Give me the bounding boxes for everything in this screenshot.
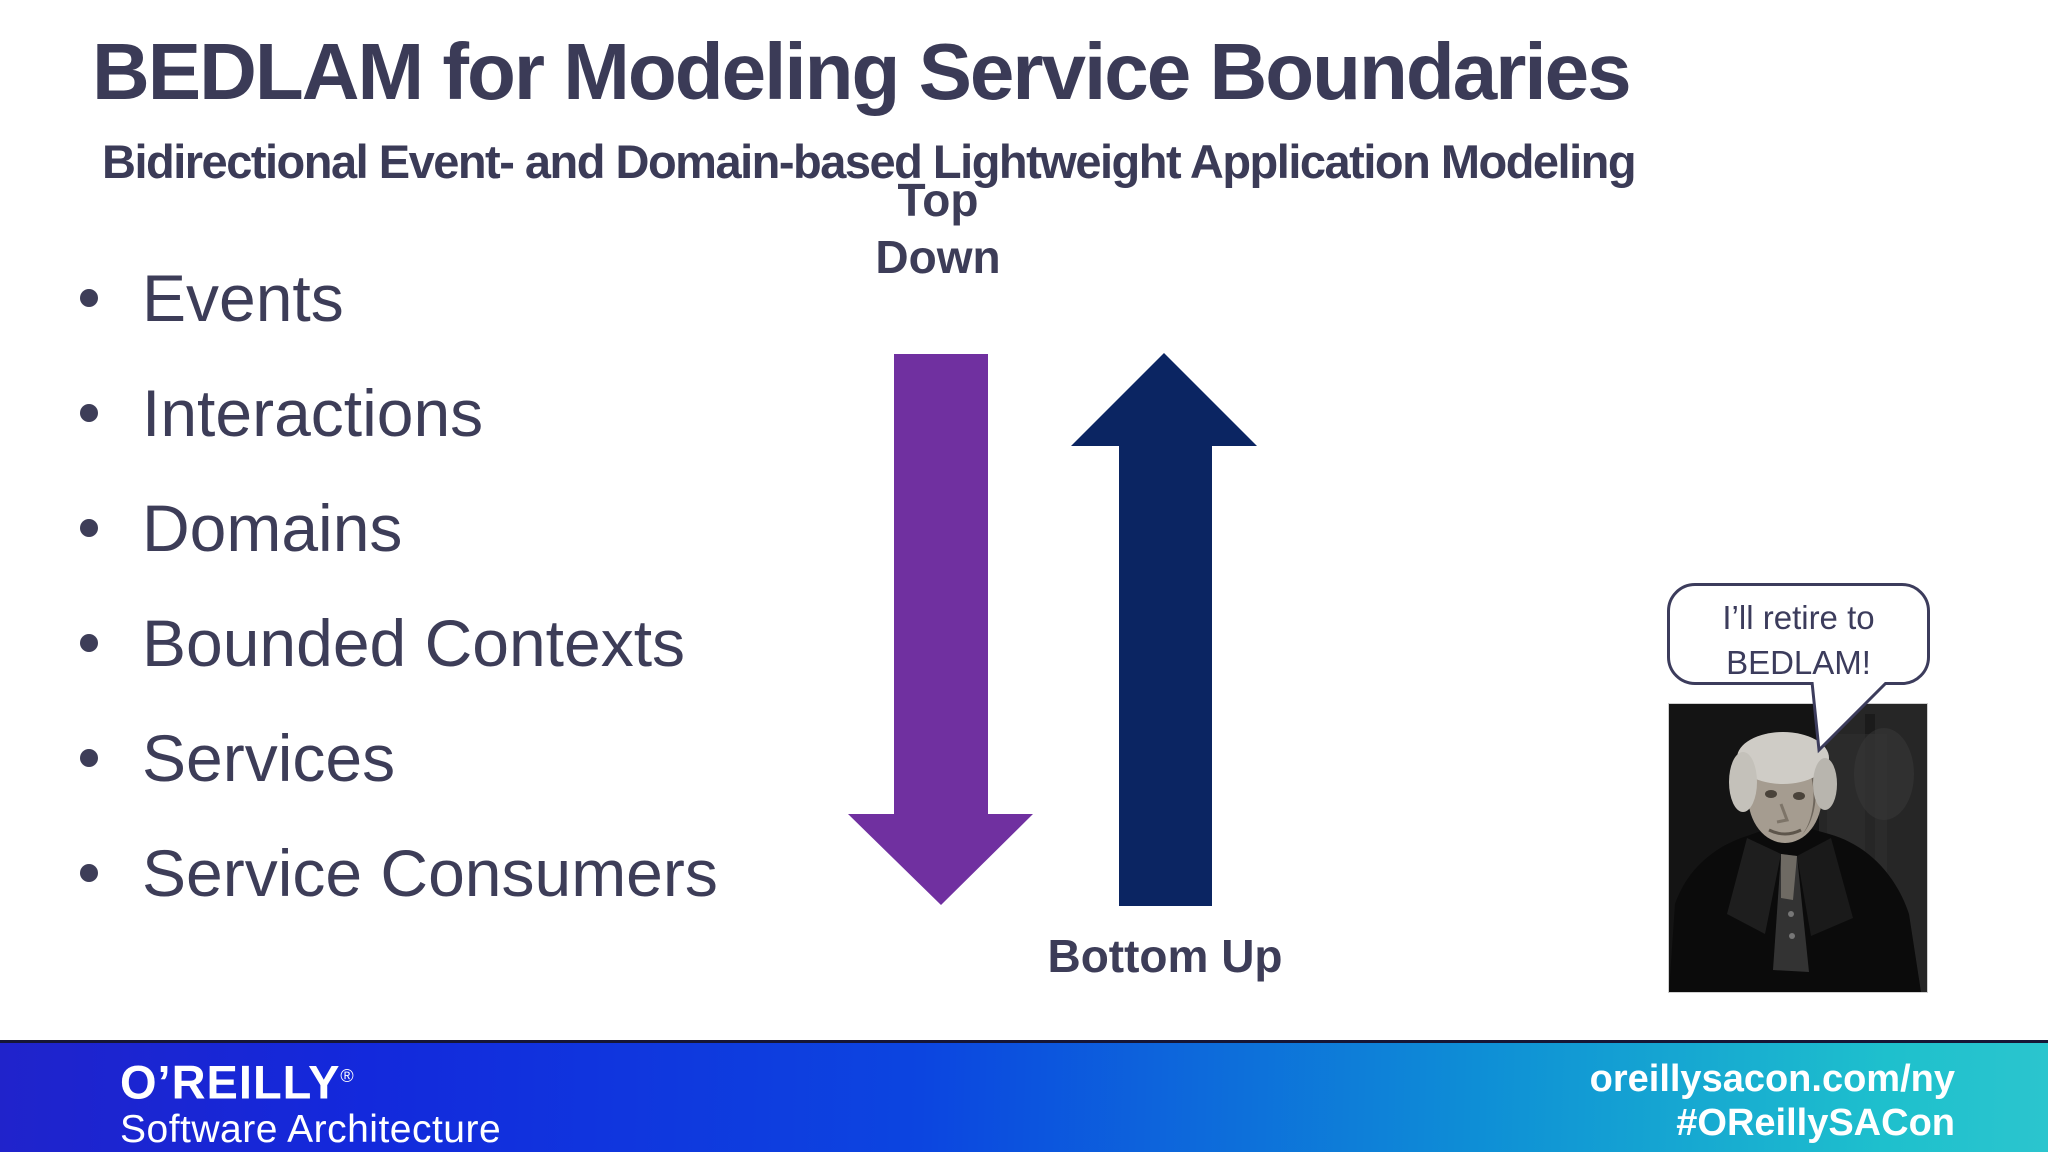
top-down-label: Top Down — [875, 174, 1001, 283]
scrooge-photo-graphic — [1669, 704, 1927, 992]
list-item: Service Consumers — [78, 815, 718, 930]
list-item: Bounded Contexts — [78, 585, 718, 700]
brand-name: O’REILLY — [120, 1055, 341, 1109]
list-item-label: Services — [142, 720, 396, 795]
page-title: BEDLAM for Modeling Service Boundaries — [92, 27, 1632, 116]
list-item-label: Events — [142, 260, 344, 335]
list-item-label: Domains — [142, 490, 403, 565]
conference-hashtag: #OReillySACon — [1676, 1102, 1955, 1144]
oreilly-logo: O’REILLY® Software Architecture — [120, 1051, 501, 1152]
scrooge-photo — [1668, 703, 1928, 993]
oreilly-logo-text: O’REILLY® — [120, 1051, 501, 1108]
bullet-icon — [80, 403, 98, 422]
bullet-icon — [80, 863, 98, 882]
list-item-label: Bounded Contexts — [142, 605, 686, 680]
speech-bubble-line2: BEDLAM! — [1726, 644, 1871, 681]
page-subtitle: Bidirectional Event- and Domain-based Li… — [102, 135, 1637, 188]
conference-url: oreillysacon.com/ny — [1589, 1058, 1955, 1100]
brand-subtitle: Software Architecture — [120, 1107, 502, 1151]
list-item: Services — [78, 700, 718, 815]
bullet-icon — [80, 633, 98, 652]
speech-bubble-tail — [1810, 682, 1889, 754]
footer-bar: O’REILLY® Software Architecture oreillys… — [0, 1040, 2048, 1152]
top-down-arrow-icon — [848, 354, 1033, 905]
speech-bubble: I’ll retire to BEDLAM! — [1667, 583, 1930, 685]
registered-mark: ® — [340, 1066, 355, 1086]
bottom-up-label: Bottom Up — [1047, 930, 1283, 982]
arrows-graphic — [848, 353, 1257, 906]
bullet-icon — [80, 748, 98, 767]
bullet-icon — [80, 518, 98, 537]
speech-bubble-line1: I’ll retire to — [1722, 599, 1875, 636]
bullet-list: Events Interactions Domains Bounded Cont… — [78, 240, 718, 930]
list-item: Interactions — [78, 355, 718, 470]
list-item: Domains — [78, 470, 718, 585]
list-item-label: Interactions — [142, 375, 484, 450]
list-item-label: Service Consumers — [142, 835, 718, 910]
list-item: Events — [78, 240, 718, 355]
bullet-icon — [80, 288, 98, 307]
footer-links: oreillysacon.com/ny #OReillySACon — [1590, 1057, 1955, 1145]
bottom-up-arrow-icon — [1071, 353, 1257, 906]
